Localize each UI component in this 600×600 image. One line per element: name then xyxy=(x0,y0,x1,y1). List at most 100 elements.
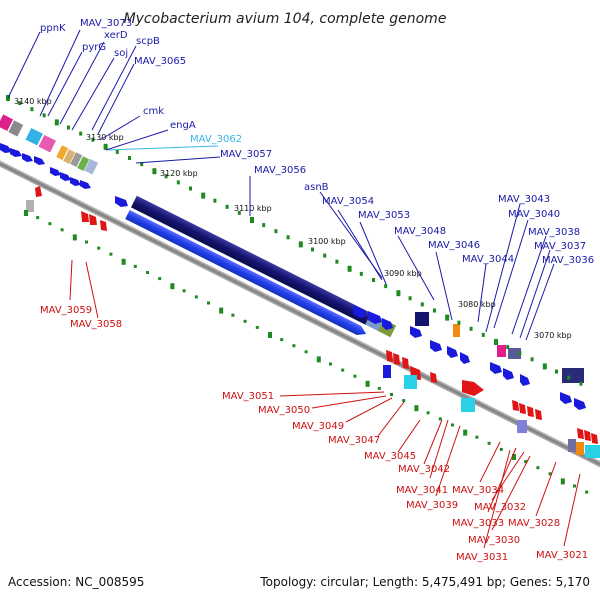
forward-gene xyxy=(368,311,382,324)
gene-label[interactable]: MAV_3039 xyxy=(406,500,458,511)
gene-label[interactable]: MAV_3038 xyxy=(528,227,580,238)
tick-mark xyxy=(176,180,180,185)
gene-label[interactable]: MAV_3057 xyxy=(220,149,272,160)
leader-line xyxy=(99,115,141,141)
forward-gene xyxy=(353,305,367,318)
tick-mark xyxy=(420,302,424,307)
gene-label[interactable]: MAV_3043 xyxy=(498,194,550,205)
gene-block-navy xyxy=(131,195,372,325)
reverse-gene xyxy=(512,400,519,411)
gene-label[interactable]: MAV_3056 xyxy=(254,165,306,176)
tick-label: 3120 kbp xyxy=(160,169,198,178)
gene-block xyxy=(383,365,391,378)
gene-block xyxy=(576,442,584,455)
gene-label[interactable]: MAV_3040 xyxy=(508,209,560,220)
gene-label[interactable]: MAV_3073 xyxy=(80,18,132,29)
tick-mark xyxy=(457,320,461,325)
gene-label[interactable]: MAV_3049 xyxy=(292,421,344,432)
gene-label[interactable]: xerD xyxy=(104,30,128,41)
reverse-gene xyxy=(393,353,400,365)
tick-mark xyxy=(353,374,357,378)
leader-line xyxy=(311,395,387,409)
tick-mark xyxy=(207,301,210,305)
gene-label[interactable]: MAV_3028 xyxy=(508,518,560,529)
tick-mark xyxy=(286,235,290,240)
leader-line xyxy=(59,41,105,125)
gene-label[interactable]: MAV_3021 xyxy=(536,550,588,561)
tick-mark xyxy=(67,125,70,130)
tick-label: 3140 kbp xyxy=(14,97,52,106)
gene-label[interactable]: scpB xyxy=(136,36,160,47)
gene-label[interactable]: MAV_3047 xyxy=(328,435,380,446)
leader-line xyxy=(479,441,501,483)
forward-gene xyxy=(34,156,45,165)
tick-mark xyxy=(91,137,95,142)
tick-mark xyxy=(311,247,314,252)
gene-label[interactable]: cmk xyxy=(143,106,164,117)
tick-mark xyxy=(359,271,363,276)
gene-label[interactable]: MAV_3059 xyxy=(40,305,92,316)
forward-gene xyxy=(10,148,22,157)
leader-line xyxy=(279,391,385,397)
gene-label[interactable]: ppnK xyxy=(40,23,66,34)
forward-gene xyxy=(490,362,502,374)
gene-label[interactable]: MAV_3050 xyxy=(258,405,310,416)
reverse-gene xyxy=(591,433,598,444)
forward-gene xyxy=(382,318,393,330)
gene-label[interactable]: MAV_3058 xyxy=(70,319,122,330)
gene-label[interactable]: MAV_3046 xyxy=(428,240,480,251)
gene-label[interactable]: MAV_3044 xyxy=(462,254,514,265)
gene-label[interactable]: MAV_3034 xyxy=(452,485,504,496)
gene-label[interactable]: MAV_3037 xyxy=(534,241,586,252)
gene-label[interactable]: MAV_3045 xyxy=(364,451,416,462)
gene-label[interactable]: MAV_3048 xyxy=(394,226,446,237)
gene-label[interactable]: MAV_3042 xyxy=(398,464,450,475)
gene-label[interactable]: MAV_3031 xyxy=(456,552,508,563)
gene-label[interactable]: soj xyxy=(114,48,128,59)
leader-line xyxy=(563,473,581,547)
tick-mark xyxy=(408,296,412,301)
leader-line-highlight xyxy=(107,145,219,151)
tick-mark xyxy=(268,332,272,338)
tick-mark xyxy=(316,356,321,363)
gene-label[interactable]: MAV_3033 xyxy=(452,518,504,529)
gene-block xyxy=(70,152,83,168)
gene-label[interactable]: MAV_3041 xyxy=(396,485,448,496)
tick-mark xyxy=(115,149,119,154)
tick-mark xyxy=(323,253,327,258)
leader-line xyxy=(423,419,443,465)
reverse-gene xyxy=(402,357,409,369)
leader-line xyxy=(91,45,137,131)
tick-mark xyxy=(85,240,88,244)
leader-line xyxy=(485,203,521,333)
gene-label[interactable]: pyrG xyxy=(82,42,106,53)
gene-label[interactable]: MAV_3053 xyxy=(358,210,410,221)
gene-label[interactable]: MAV_3065 xyxy=(134,56,186,67)
tick-mark xyxy=(329,362,332,366)
tick-mark xyxy=(213,198,217,203)
gene-label[interactable]: MAV_3054 xyxy=(322,196,374,207)
gene-block xyxy=(497,345,506,357)
gene-block xyxy=(508,348,521,359)
tick-mark xyxy=(475,435,479,439)
gene-label-highlight[interactable]: MAV_3062 xyxy=(190,134,242,145)
tick-mark xyxy=(255,325,259,329)
leader-line xyxy=(483,449,511,549)
gene-label[interactable]: MAV_3036 xyxy=(542,255,594,266)
gene-label[interactable]: MAV_3030 xyxy=(468,535,520,546)
gene-block xyxy=(77,156,90,172)
gene-label[interactable]: MAV_3032 xyxy=(474,502,526,513)
gene-label[interactable]: asnB xyxy=(304,182,329,193)
leader-line xyxy=(69,259,73,301)
scale-labels: 3140 kbp 3130 kbp 3120 kbp 3110 kbp 3100… xyxy=(14,97,572,340)
gene-label[interactable]: engA xyxy=(170,120,196,131)
tick-mark xyxy=(189,186,192,191)
tick-mark xyxy=(194,295,198,299)
gene-block xyxy=(562,368,584,383)
gene-arrow-large-blue xyxy=(125,210,367,335)
gene-label[interactable]: MAV_3051 xyxy=(222,391,274,402)
leader-line xyxy=(85,261,99,319)
tick-mark xyxy=(274,229,278,234)
reverse-gene xyxy=(430,372,437,383)
forward-gene xyxy=(22,153,33,162)
